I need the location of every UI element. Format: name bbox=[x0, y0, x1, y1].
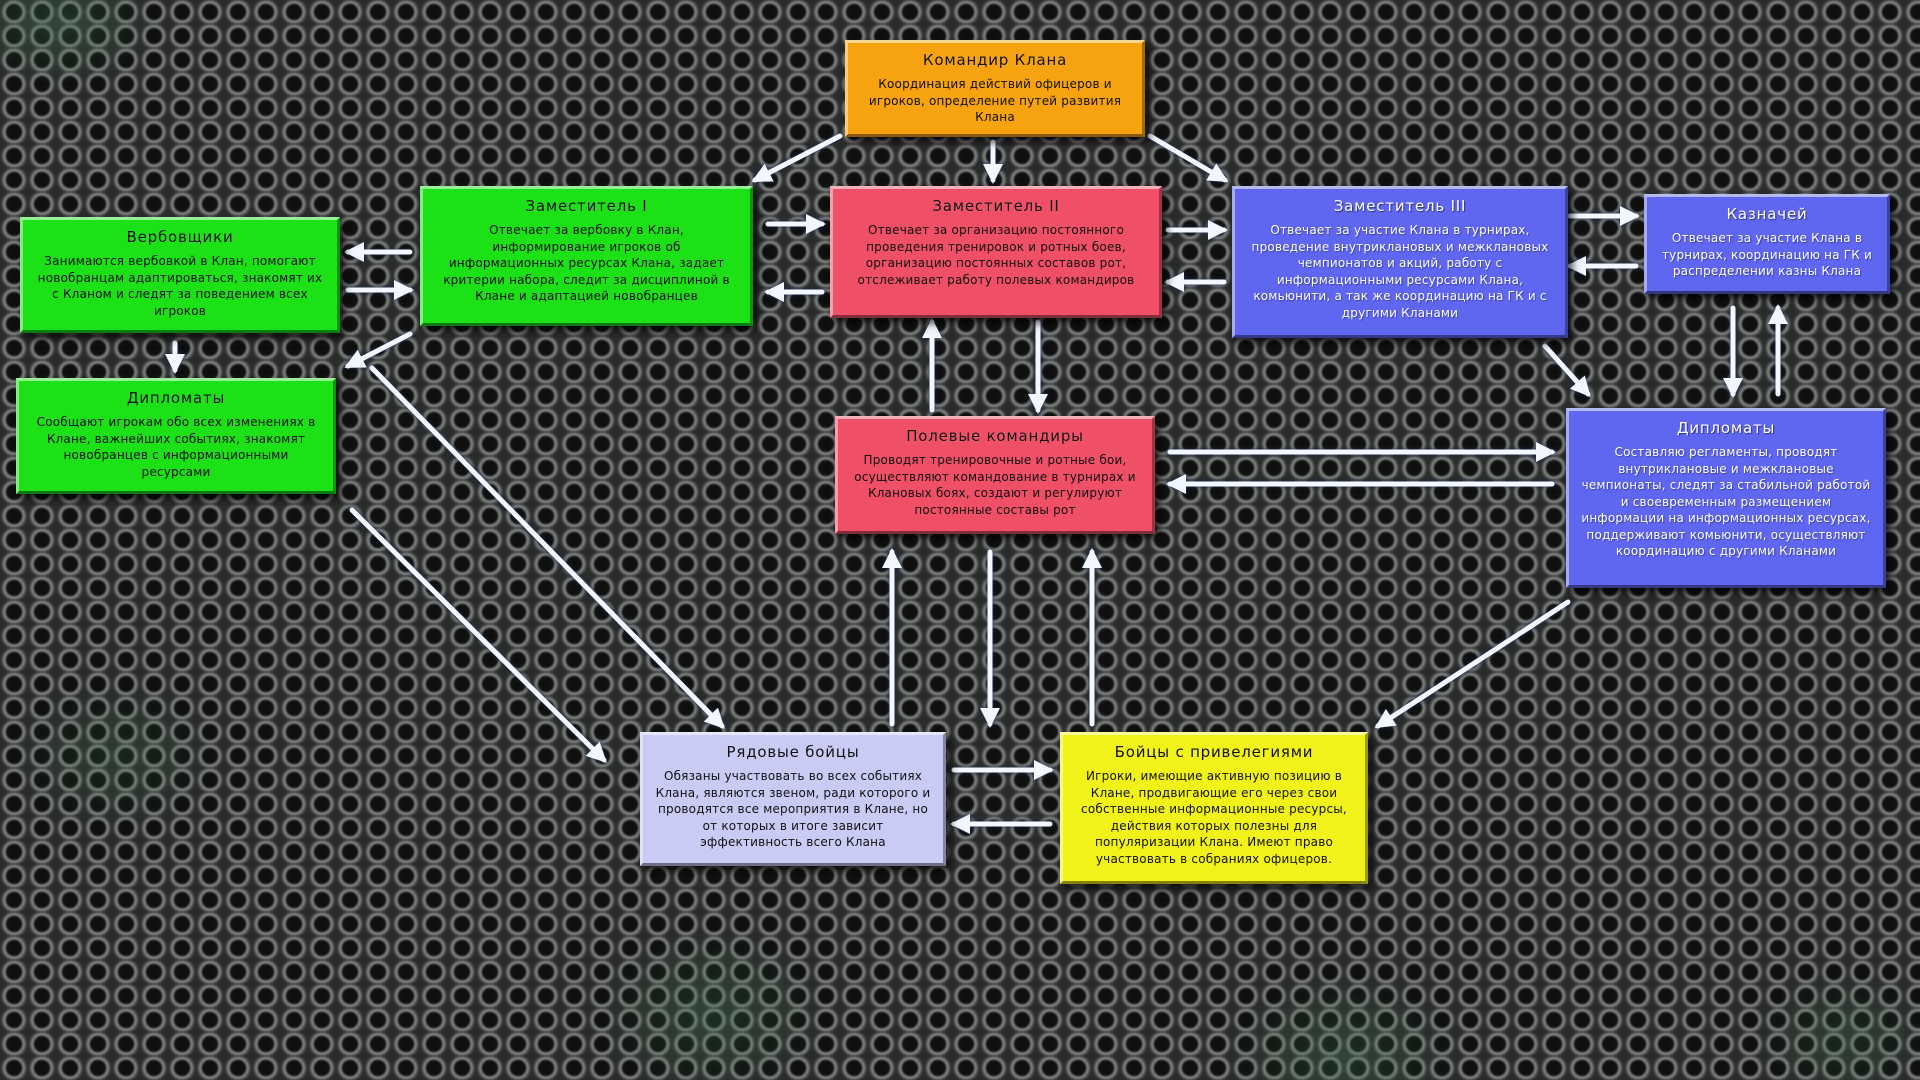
deputy2-box: Заместитель II Отвечает за организацию п… bbox=[830, 186, 1162, 318]
diplomats-left-desc: Сообщают игрокам обо всех изменениях в К… bbox=[36, 415, 316, 479]
diplomats-left-title: Дипломаты bbox=[126, 389, 226, 407]
commander-desc: Координация действий офицеров и игроков,… bbox=[868, 77, 1122, 124]
privileged-box: Бойцы с привелегиями Игроки, имеющие акт… bbox=[1060, 732, 1368, 884]
privileged-title: Бойцы с привелегиями bbox=[1114, 743, 1314, 761]
commander-title: Командир Клана bbox=[922, 51, 1068, 69]
privileged-desc: Игроки, имеющие активную позицию в Клане… bbox=[1081, 769, 1347, 866]
deputy2-title: Заместитель II bbox=[932, 197, 1060, 215]
privates-box: Рядовые бойцы Обязаны участвовать во все… bbox=[640, 732, 946, 866]
recruiters-desc: Занимаются вербовкой в Клан, помогают но… bbox=[37, 254, 323, 318]
privates-title: Рядовые бойцы bbox=[726, 743, 860, 761]
deputy2-desc: Отвечает за организацию постоянного пров… bbox=[857, 223, 1135, 287]
diplomats-right-title: Дипломаты bbox=[1676, 419, 1776, 437]
arrow-deputy1-to-diplomats-left bbox=[344, 331, 413, 369]
treasurer-box: Казначей Отвечает за участие Клана в тур… bbox=[1644, 194, 1890, 294]
deputy3-title: Заместитель III bbox=[1333, 197, 1467, 215]
deputy1-title: Заместитель I bbox=[525, 197, 648, 215]
deputy1-box: Заместитель I Отвечает за вербовку в Кла… bbox=[420, 186, 753, 326]
arrow-diplomats-left-to-privates bbox=[349, 507, 607, 763]
arrow-commander-to-deputy1 bbox=[751, 133, 843, 183]
field-commanders-box: Полевые командиры Проводят тренировочные… bbox=[835, 416, 1155, 534]
field-commanders-title: Полевые командиры bbox=[906, 427, 1084, 445]
field-commanders-desc: Проводят тренировочные и ротные бои, осу… bbox=[854, 453, 1136, 517]
diplomats-left-box: Дипломаты Сообщают игрокам обо всех изме… bbox=[16, 378, 336, 494]
privates-desc: Обязаны участвовать во всех событиях Кла… bbox=[655, 769, 931, 849]
diplomats-right-box: Дипломаты Составляю регламенты, проводят… bbox=[1566, 408, 1886, 588]
treasurer-desc: Отвечает за участие Клана в турнирах, ко… bbox=[1661, 231, 1873, 278]
deputy3-box: Заместитель III Отвечает за участие Клан… bbox=[1232, 186, 1568, 338]
arrow-diplomats-right-to-privileged bbox=[1374, 599, 1571, 729]
recruiters-box: Вербовщики Занимаются вербовкой в Клан, … bbox=[20, 217, 340, 333]
recruiters-title: Вербовщики bbox=[126, 228, 234, 246]
deputy1-desc: Отвечает за вербовку в Клан, информирова… bbox=[443, 223, 730, 303]
diplomats-right-desc: Составляю регламенты, проводят внутрикла… bbox=[1581, 445, 1871, 558]
commander-box: Командир Клана Координация действий офиц… bbox=[845, 40, 1145, 137]
deputy3-desc: Отвечает за участие Клана в турнирах, пр… bbox=[1251, 223, 1549, 320]
arrow-recruiters-to-privates bbox=[369, 365, 725, 729]
arrow-commander-to-deputy3 bbox=[1147, 133, 1229, 183]
arrow-deputy3-to-diplomats-right bbox=[1542, 343, 1591, 397]
treasurer-title: Казначей bbox=[1726, 205, 1808, 223]
